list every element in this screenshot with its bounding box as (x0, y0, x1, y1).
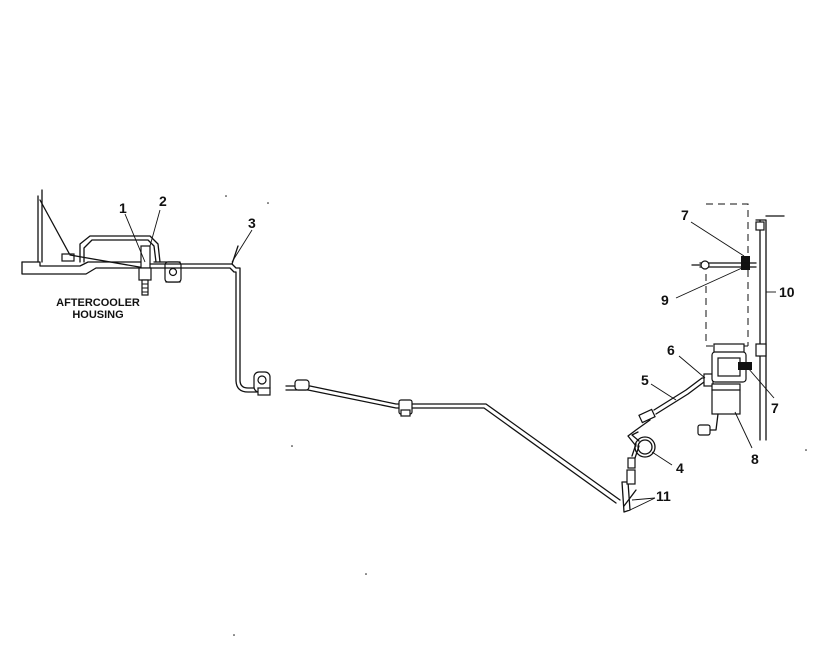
callout-11: 11 (656, 488, 671, 504)
aftercooler-label-line1: AFTERCOOLER (56, 297, 140, 309)
callout-9: 9 (661, 292, 669, 308)
callout-4: 4 (676, 460, 684, 476)
callout-6: 6 (667, 342, 675, 358)
valve-11 (621, 443, 640, 513)
callout-1: 1 (119, 200, 127, 216)
aftercooler-housing (21, 189, 161, 275)
tube-3 (149, 245, 271, 396)
fuel-tube-long (285, 379, 621, 504)
hose-4 (627, 419, 656, 458)
leader-lines (124, 209, 776, 511)
bracket-2 (153, 261, 182, 283)
aftercooler-label-line2: HOUSING (72, 309, 123, 321)
scan-specks (225, 195, 807, 636)
callout-2: 2 (159, 193, 167, 209)
callout-7-bottom: 7 (771, 400, 779, 416)
callout-10: 10 (779, 284, 795, 300)
callout-7-top: 7 (681, 207, 689, 223)
callout-8: 8 (751, 451, 759, 467)
tube-5 (638, 373, 714, 424)
filter-assembly (691, 203, 785, 441)
fitting-1 (138, 245, 152, 296)
callout-3: 3 (248, 215, 256, 231)
callout-5: 5 (641, 372, 649, 388)
